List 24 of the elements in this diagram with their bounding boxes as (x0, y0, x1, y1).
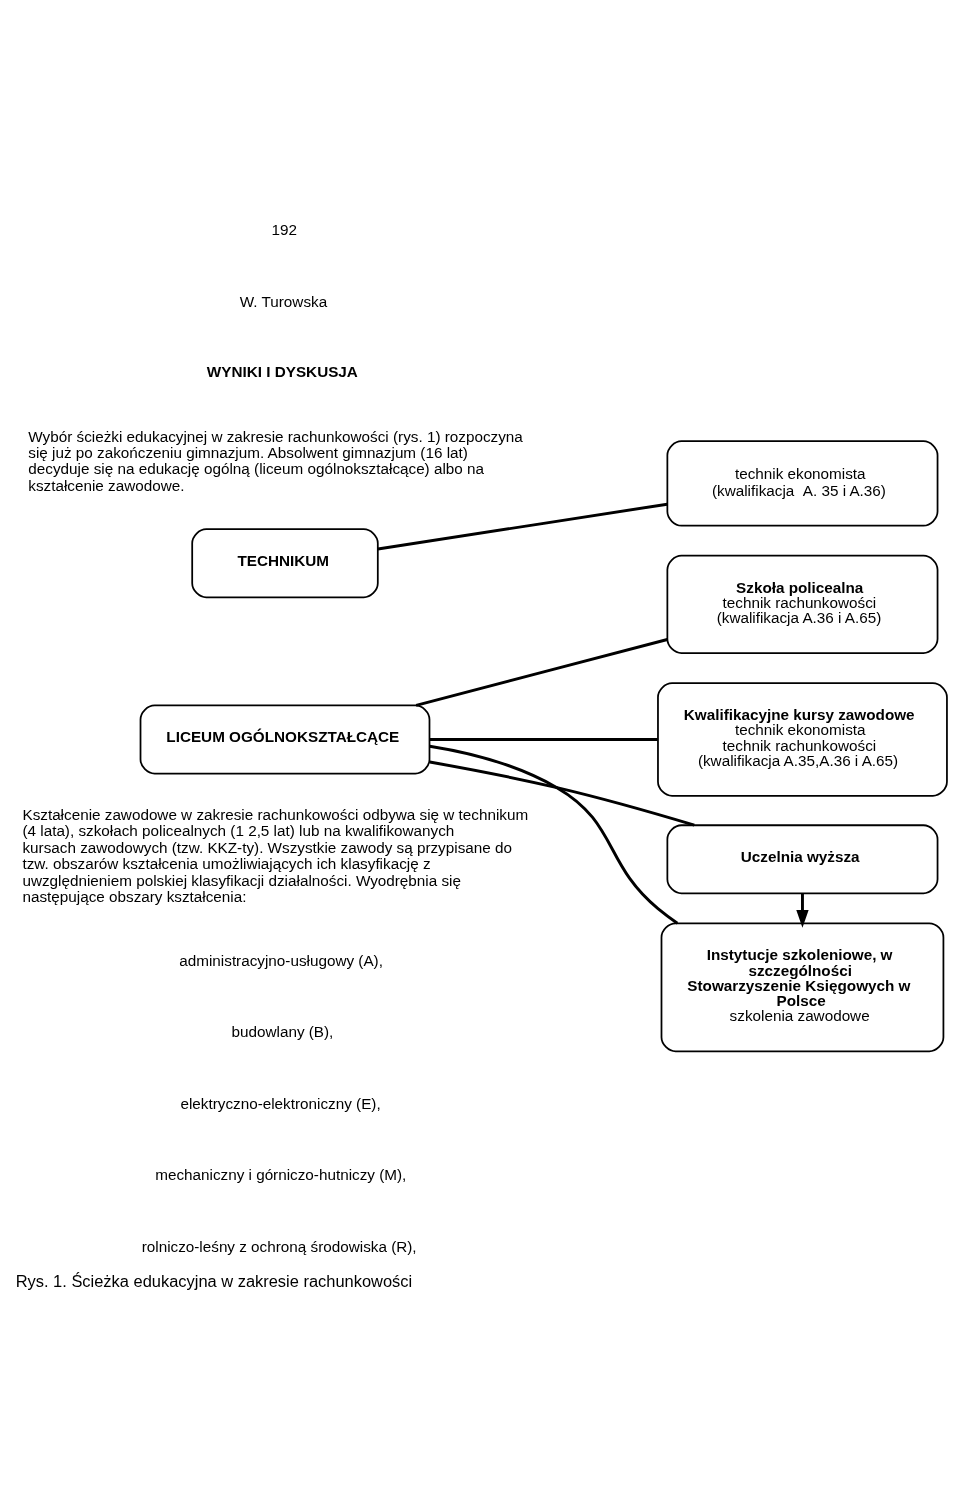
label: mechaniczny i górniczo-hutniczy (M), (155, 1165, 407, 1183)
label: W. Turowska (239, 291, 328, 309)
node-box: TECHNIKUM (191, 527, 379, 598)
label: elektryczno-elektroniczny (E), (180, 1094, 381, 1112)
label: administracyjno-usługowy (A), (179, 951, 383, 968)
node-box: LICEUM OGÓLNOKSZTAŁCĄCE (139, 704, 431, 774)
connector (377, 502, 668, 550)
node-box: technik ekonomista (kwalifikacja A. 35 i A.36) (666, 439, 939, 527)
label: Kształcenie zawodowe w zakresie rachunkowości odbywa się w technikum (4 lata), szkołach policealnych (1 2,5 lat) lub na kwalifikowanych kursach zawodowych (tzw. KKZ-ty). Wszystkie zawody są przypisane do tzw. obszarów kształcenia umożliwiających ich klasyfikację z uwzględnieniem polskiej klasyfikacji działalności. Wyodrębnia się następujące obszary kształcenia: (22, 805, 529, 905)
label: Wybór ścieżki edukacyjnej w zakresie rachunkowości (rys. 1) rozpoczyna się już po zakończeniu gimnazjum. Absolwent gimnazjum (16 lat) decyduje się na edukację ogólną (liceum ogólnokształcące) albo na kształcenie zawodowe. (28, 427, 523, 494)
arrow (796, 893, 809, 928)
label: WYNIKI I DYSKUSJA (206, 362, 358, 380)
caption: Rys. 1. Ścieżka edukacyjna w zakresie rachunkowości (15, 1271, 413, 1290)
connector (429, 744, 679, 924)
label: rolniczo-leśny z ochroną środowiska (R), (141, 1237, 417, 1255)
connector (429, 737, 658, 741)
label: 192 (271, 220, 297, 238)
label: budowlany (B), (231, 1022, 334, 1040)
connector (415, 637, 668, 707)
node-box: Instytucje szkoleniowe, w szczególności Stowarzyszenie Księgowych w Polsce szkolenia zawodowe (660, 921, 945, 1052)
node-box: Uczelnia wyższa (666, 823, 939, 894)
node-box: Kwalifikacyjne kursy zawodowe technik ekonomista technik rachunkowości (kwalifikacja A.35,A.36 i A.65) (657, 681, 948, 797)
node-box: Szkoła policealna technik rachunkowości (kwalifikacja A.36 i A.65) (666, 554, 939, 654)
connector (429, 760, 695, 827)
